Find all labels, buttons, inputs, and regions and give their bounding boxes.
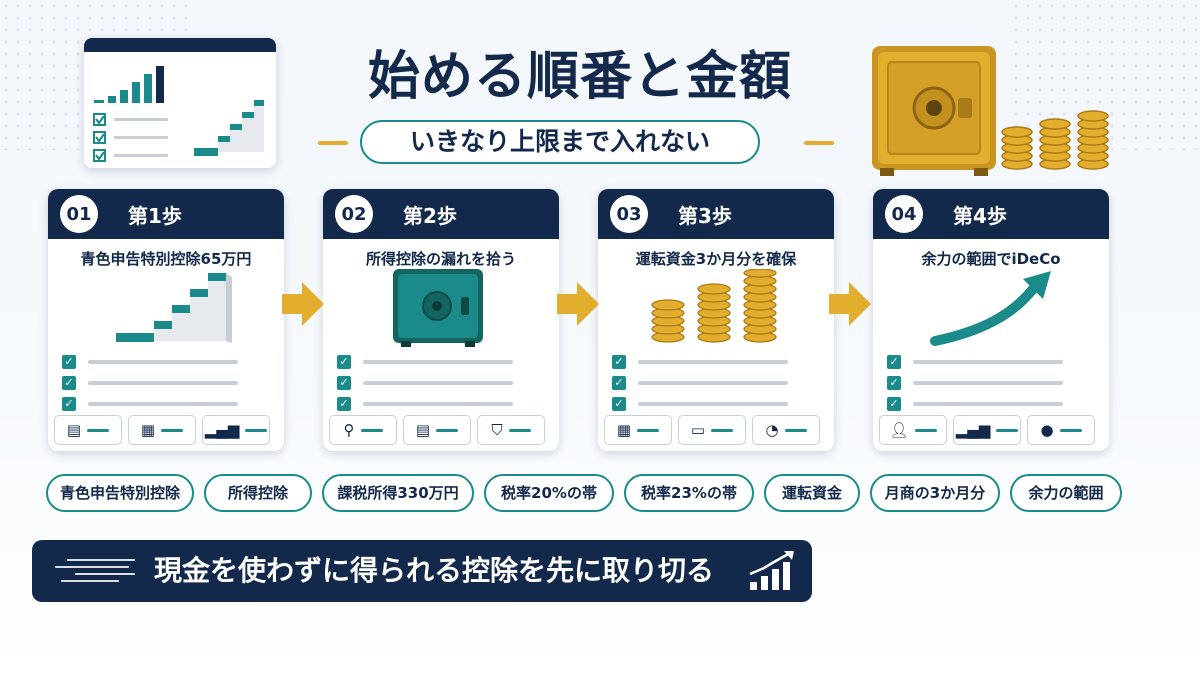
step-number: 03 bbox=[610, 195, 648, 233]
pie-chart-icon: ◔ bbox=[765, 420, 779, 439]
step-label: 第2歩 bbox=[403, 203, 457, 228]
subtitle-dash-left bbox=[318, 141, 348, 145]
checkbox-icon: ✓ bbox=[612, 375, 626, 390]
clipboard-chip: ▤ bbox=[403, 415, 471, 445]
document-icon: ▤ bbox=[66, 420, 82, 439]
step-description: 所得控除の漏れを拾う bbox=[365, 250, 516, 268]
step-card-header: 01 第1歩 bbox=[48, 189, 284, 239]
step-card-1: 01 第1歩 青色申告特別控除65万円 ✓ ✓ ✓ ▤ ▦ ▂▄▆ bbox=[48, 189, 284, 451]
growth-chart-icon bbox=[749, 551, 794, 590]
keyword-tag: 課税所得330万円 bbox=[322, 474, 474, 512]
keyword-tag: 税率20%の帯 bbox=[484, 474, 614, 512]
pie-chip: ◔ bbox=[752, 415, 820, 445]
search-chip: ⚲ bbox=[329, 415, 397, 445]
checkbox-icon: ✓ bbox=[887, 375, 901, 390]
piggy-chip: ● bbox=[1027, 415, 1095, 445]
money-chip: ▭ bbox=[678, 415, 746, 445]
checklist: ✓ ✓ ✓ bbox=[887, 351, 1063, 414]
piggy-bank-icon: ● bbox=[1040, 420, 1054, 439]
step-description: 余力の範囲でiDeCo bbox=[921, 250, 1061, 268]
calculator-chip: ▦ bbox=[128, 415, 196, 445]
shield-chip: ⛉ bbox=[477, 415, 545, 445]
checkbox-icon: ✓ bbox=[62, 396, 76, 411]
gold-safe-illustration bbox=[872, 46, 1109, 176]
icon-chip-row: ⚲ ▤ ⛉ bbox=[329, 415, 545, 445]
step-label: 第4歩 bbox=[953, 203, 1007, 228]
banner-text: 現金を使わずに得られる控除を先に取り切る bbox=[154, 554, 715, 587]
person-icon: 👤︎ bbox=[889, 420, 909, 439]
checkbox-icon: ✓ bbox=[612, 354, 626, 369]
document-chip: ▤ bbox=[54, 415, 122, 445]
search-icon: ⚲ bbox=[343, 420, 355, 439]
arrow-right-icon bbox=[557, 282, 599, 326]
icon-chip-row: ▦ ▭ ◔ bbox=[604, 415, 820, 445]
person-chip: 👤︎ bbox=[879, 415, 947, 445]
arrow-right-icon bbox=[829, 282, 871, 326]
keyword-tag: 運転資金 bbox=[764, 474, 860, 512]
speed-lines-icon bbox=[55, 559, 135, 582]
clipboard-icon: ▤ bbox=[415, 420, 431, 439]
checkbox-icon: ✓ bbox=[337, 396, 351, 411]
keyword-tag: 税率23%の帯 bbox=[624, 474, 754, 512]
step-card-header: 03 第3歩 bbox=[598, 189, 834, 239]
chart-chip: ▂▄▆ bbox=[953, 415, 1021, 445]
checkbox-icon: ✓ bbox=[337, 375, 351, 390]
step-number: 02 bbox=[335, 195, 373, 233]
checklist: ✓ ✓ ✓ bbox=[612, 351, 788, 414]
keyword-tag: 所得控除 bbox=[204, 474, 312, 512]
step-card-header: 02 第2歩 bbox=[323, 189, 559, 239]
step-label: 第1歩 bbox=[128, 203, 182, 228]
checkbox-icon: ✓ bbox=[62, 375, 76, 390]
subtitle-pill: いきなり上限まで入れない bbox=[360, 120, 760, 164]
keyword-tag: 青色申告特別控除 bbox=[46, 474, 194, 512]
checkbox-icon: ✓ bbox=[62, 354, 76, 369]
summary-banner: 現金を使わずに得られる控除を先に取り切る bbox=[32, 540, 812, 602]
chart-chip: ▂▄▆ bbox=[202, 415, 270, 445]
icon-chip-row: 👤︎ ▂▄▆ ● bbox=[879, 415, 1095, 445]
page-title: 始める順番と金額 bbox=[367, 47, 792, 107]
step-card-4: 04 第4歩 余力の範囲でiDeCo ✓ ✓ ✓ 👤︎ ▂▄▆ ● bbox=[873, 189, 1109, 451]
safe-icon bbox=[393, 269, 483, 347]
step-card-2: 02 第2歩 所得控除の漏れを拾う ✓ ✓ ✓ ⚲ ▤ ⛉ bbox=[323, 189, 559, 451]
calendar-icon: ▦ bbox=[616, 420, 632, 439]
step-card-header: 04 第4歩 bbox=[873, 189, 1109, 239]
checkbox-icon: ✓ bbox=[337, 354, 351, 369]
keyword-tag: 月商の3か月分 bbox=[870, 474, 1000, 512]
growth-arrow-icon bbox=[930, 271, 1051, 346]
step-number: 01 bbox=[60, 195, 98, 233]
bar-chart-icon: ▂▄▆ bbox=[204, 420, 240, 439]
keyword-tag: 余力の範囲 bbox=[1010, 474, 1122, 512]
checkbox-icon: ✓ bbox=[887, 396, 901, 411]
dashboard-illustration bbox=[84, 38, 276, 168]
checkbox-icon: ✓ bbox=[612, 396, 626, 411]
calendar-chip: ▦ bbox=[604, 415, 672, 445]
money-icon: ▭ bbox=[690, 420, 706, 439]
staircase-icon bbox=[116, 273, 232, 343]
checklist: ✓ ✓ ✓ bbox=[337, 351, 513, 414]
step-number: 04 bbox=[885, 195, 923, 233]
step-description: 青色申告特別控除65万円 bbox=[80, 250, 252, 268]
checklist: ✓ ✓ ✓ bbox=[62, 351, 238, 414]
subtitle-dash-right bbox=[804, 141, 834, 145]
shield-icon: ⛉ bbox=[491, 420, 503, 439]
checkbox-icon: ✓ bbox=[887, 354, 901, 369]
step-description: 運転資金3か月分を確保 bbox=[635, 250, 797, 268]
calculator-icon: ▦ bbox=[140, 420, 156, 439]
step-label: 第3歩 bbox=[678, 203, 732, 228]
bar-chart-icon: ▂▄▆ bbox=[955, 420, 991, 439]
icon-chip-row: ▤ ▦ ▂▄▆ bbox=[54, 415, 270, 445]
arrow-right-icon bbox=[282, 282, 324, 326]
step-card-3: 03 第3歩 運転資金3か月分を確保 ✓ ✓ ✓ ▦ ▭ ◔ bbox=[598, 189, 834, 451]
coin-stacks-icon bbox=[651, 269, 777, 343]
